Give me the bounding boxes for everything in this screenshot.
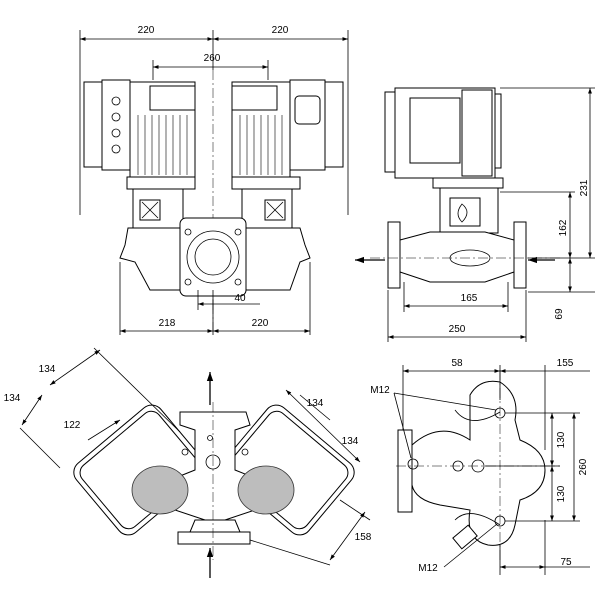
dim-top-diag-d: 134 — [307, 398, 324, 409]
dim-height-upper: 162 — [558, 219, 569, 236]
dim-hole-lower: 130 — [556, 485, 567, 502]
dim-motor-spacing: 260 — [204, 53, 221, 64]
dim-top-diag-a: 134 — [39, 364, 56, 375]
label-thread-top: M12 — [370, 385, 390, 396]
dim-top-diag-e: 134 — [342, 436, 359, 447]
dim-hole-upper: 130 — [556, 431, 567, 448]
dim-hole-total: 260 — [578, 458, 589, 475]
dim-bottom-width-b: 155 — [557, 358, 574, 369]
dim-port-offset: 40 — [234, 293, 246, 304]
dim-base-left: 218 — [159, 318, 176, 329]
dim-bottom-width-a: 58 — [451, 358, 463, 369]
dim-height-base: 69 — [554, 308, 565, 320]
dim-top-diag-b: 134 — [4, 393, 21, 404]
dim-depth-inner: 165 — [461, 293, 478, 304]
dim-height-total: 231 — [579, 179, 590, 196]
dim-depth-outer: 250 — [449, 324, 466, 335]
side-view: 231 162 69 165 250 — [355, 87, 595, 342]
dim-top-diag-f: 158 — [355, 532, 372, 543]
dim-bottom-offset: 75 — [560, 557, 572, 568]
front-view: 220 220 260 40 218 220 — [79, 25, 349, 335]
label-thread-bottom: M12 — [418, 563, 438, 574]
bottom-view: 58 155 130 130 260 75 M12 M12 — [370, 358, 590, 575]
dim-front-width-right: 220 — [272, 25, 289, 36]
dim-base-right: 220 — [252, 318, 269, 329]
dim-top-diag-c: 122 — [64, 420, 81, 431]
dim-front-width-left: 220 — [138, 25, 155, 36]
top-view: 134 134 122 134 134 158 — [4, 347, 372, 578]
